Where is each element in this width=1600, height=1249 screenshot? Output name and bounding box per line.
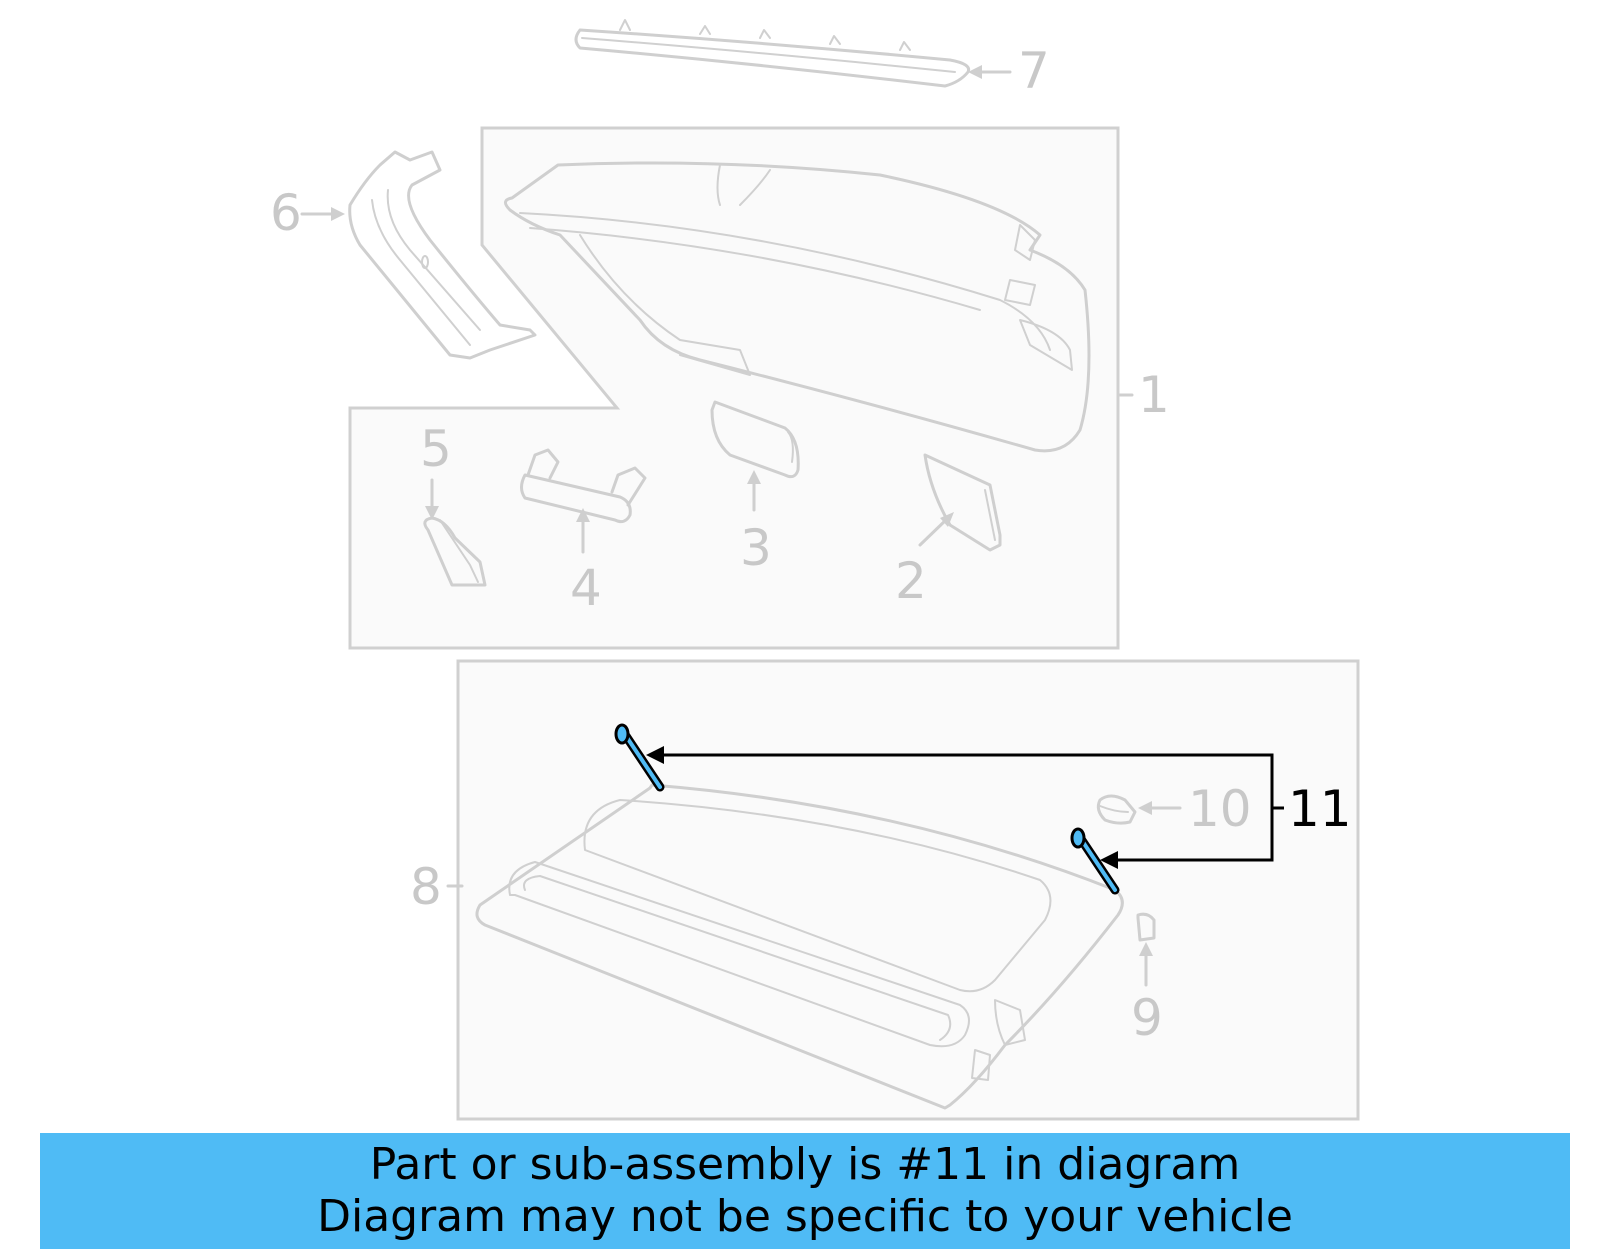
- svg-text:11: 11: [1288, 780, 1352, 838]
- callout-3: 3: [740, 470, 772, 577]
- callout-4: 4: [570, 508, 602, 617]
- svg-text:3: 3: [740, 519, 772, 577]
- callout-11: 11: [646, 746, 1352, 869]
- banner-line-2: Diagram may not be specific to your vehi…: [317, 1191, 1293, 1242]
- callout-6: 6: [270, 184, 345, 242]
- part-11-support-pin-right[interactable]: [1070, 827, 1120, 895]
- callout-10: 10: [1138, 780, 1252, 838]
- svg-text:7: 7: [1018, 42, 1050, 100]
- svg-text:6: 6: [270, 184, 302, 242]
- callout-5: 5: [420, 420, 452, 520]
- part-11-support-pin-left[interactable]: [614, 723, 665, 792]
- part-2-trim-cover[interactable]: [923, 453, 1002, 552]
- svg-text:10: 10: [1188, 780, 1252, 838]
- part-4-pull-handle[interactable]: [520, 448, 647, 524]
- callout-9: 9: [1131, 942, 1163, 1047]
- lower-assembly-box: [456, 659, 1360, 1121]
- svg-text:9: 9: [1131, 989, 1163, 1047]
- svg-text:4: 4: [570, 559, 602, 617]
- svg-text:5: 5: [420, 420, 452, 478]
- callout-2: 2: [895, 512, 954, 610]
- callout-8: 8: [410, 858, 464, 916]
- svg-text:8: 8: [410, 858, 442, 916]
- callout-7: 7: [968, 42, 1050, 100]
- part-10-clip[interactable]: [1096, 794, 1137, 825]
- part-7-molding[interactable]: [574, 19, 971, 88]
- svg-text:2: 2: [895, 552, 927, 610]
- part-5-cover-cap[interactable]: [423, 516, 487, 587]
- svg-text:1: 1: [1138, 366, 1170, 424]
- callout-1: 1: [1118, 366, 1170, 424]
- part-1-liftgate-trim[interactable]: [504, 161, 1091, 453]
- part-6-pillar-trim[interactable]: [348, 150, 537, 360]
- banner-line-1: Part or sub-assembly is #11 in diagram: [369, 1139, 1241, 1190]
- part-8-package-tray[interactable]: [475, 783, 1124, 1110]
- upper-assembly-box: [348, 126, 1120, 650]
- part-9-bumper-stop[interactable]: [1136, 912, 1156, 942]
- part-3-trim-cover[interactable]: [710, 400, 800, 479]
- part-info-banner: Part or sub-assembly is #11 in diagram D…: [40, 1133, 1570, 1249]
